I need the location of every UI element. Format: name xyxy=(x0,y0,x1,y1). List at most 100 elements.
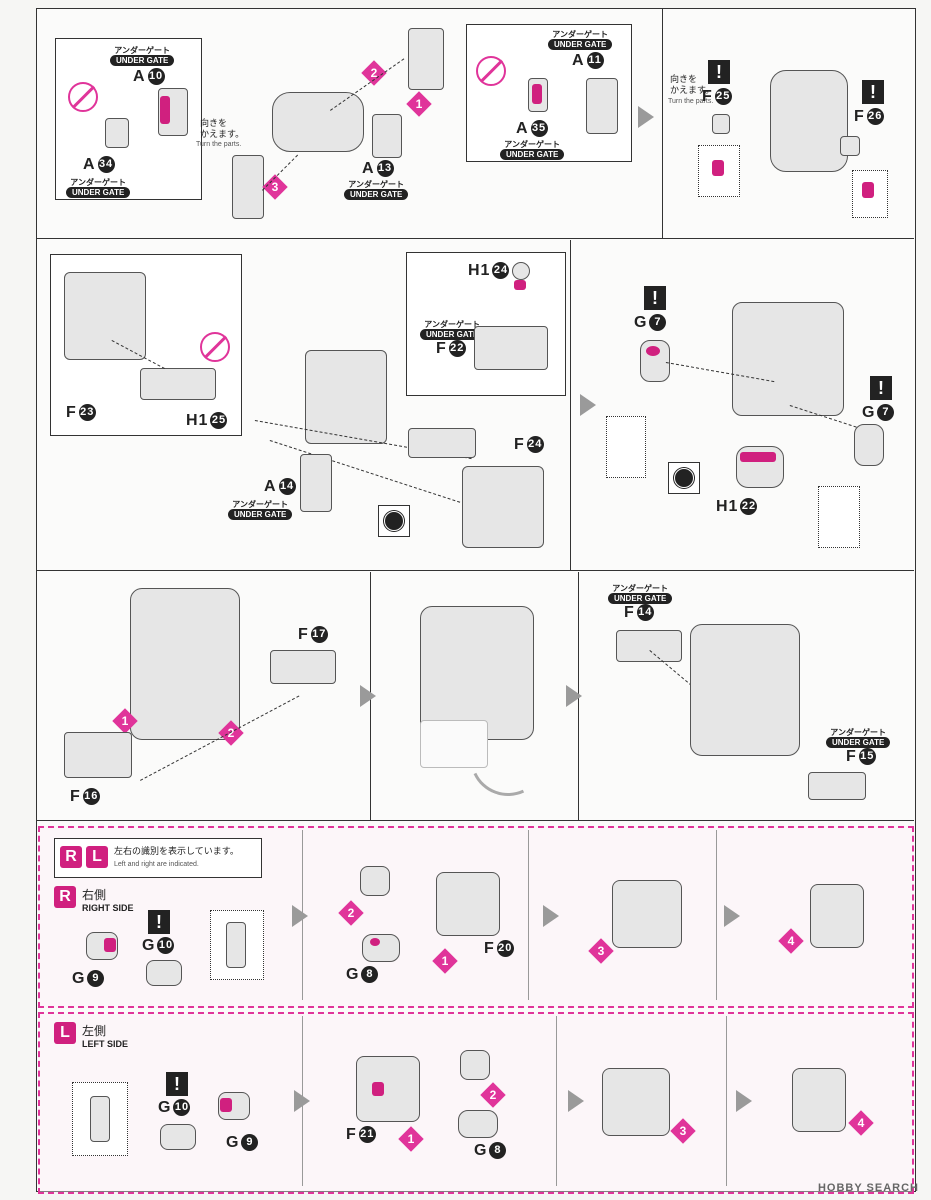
part-f22-assembled xyxy=(408,428,476,458)
l-badge: L xyxy=(86,846,108,868)
view-indicator-icon xyxy=(668,462,700,494)
part-f23 xyxy=(64,272,146,360)
torso-front-part xyxy=(272,92,364,152)
shoulder-assembly xyxy=(810,884,864,948)
turn-parts-note: 向きをかえます。 xyxy=(200,118,245,139)
gate-mark xyxy=(740,452,776,462)
ball-joint-h1-24 xyxy=(512,262,530,280)
part-f22 xyxy=(474,326,548,370)
step-1-marker: 1 xyxy=(398,1126,424,1152)
step-3-marker: 3 xyxy=(588,938,614,964)
torso-assembly xyxy=(420,606,534,740)
view-indicator-icon xyxy=(378,505,410,537)
part-f17 xyxy=(270,650,336,684)
part-f26 xyxy=(840,136,860,156)
part-g8 xyxy=(458,1110,498,1138)
part-f14 xyxy=(616,630,682,662)
gate-mark xyxy=(862,182,874,198)
part-a34 xyxy=(105,118,129,148)
no-nipper-icon xyxy=(200,332,230,362)
next-step-arrow xyxy=(294,1090,310,1112)
torso-assembly xyxy=(690,624,800,756)
r-badge: R xyxy=(60,846,82,868)
part-g10 xyxy=(146,960,182,986)
turn-parts-note-en: Turn the parts. xyxy=(668,98,714,105)
gate-mark xyxy=(220,1098,232,1112)
rl-legend-text: 左右の識別を表示しています。 xyxy=(114,846,239,856)
shoulder-assembly xyxy=(792,1068,846,1132)
caution-icon: ! xyxy=(862,80,884,104)
gate-mark xyxy=(514,280,526,290)
gate-mark xyxy=(104,938,116,952)
rotated-part-ghost xyxy=(420,720,488,768)
gate-mark xyxy=(370,938,380,946)
part-g7 xyxy=(640,340,670,382)
turn-parts-note: 向きをかえます。 xyxy=(670,74,715,95)
gate-mark xyxy=(532,84,542,104)
detail-box-g7 xyxy=(606,416,646,478)
part-a11 xyxy=(586,78,618,134)
next-step-arrow xyxy=(360,685,376,707)
l-badge: L xyxy=(54,1022,76,1044)
part-g10-detail xyxy=(226,922,246,968)
part-g8 xyxy=(362,934,400,962)
part-g10-detail xyxy=(90,1096,110,1142)
step-1-marker: 1 xyxy=(432,948,458,974)
gate-mark xyxy=(372,1082,384,1096)
no-nipper-icon xyxy=(68,82,98,112)
part-g10 xyxy=(160,1124,196,1150)
callout-h1-24-f22 xyxy=(406,252,566,396)
section-3 xyxy=(36,572,914,821)
next-step-arrow xyxy=(566,685,582,707)
part-f20 xyxy=(436,872,500,936)
caution-icon: ! xyxy=(708,60,730,84)
caution-icon: ! xyxy=(166,1072,188,1096)
panel-divider xyxy=(556,1016,557,1186)
caution-icon: ! xyxy=(644,286,666,310)
step-1-marker: 1 xyxy=(406,91,432,117)
section-2-divider xyxy=(570,240,571,570)
panel-divider xyxy=(726,1016,727,1186)
turn-parts-note-en: Turn the parts. xyxy=(196,141,242,148)
part-f25 xyxy=(712,114,730,134)
step-2-marker: 2 xyxy=(480,1082,506,1108)
part-f21 xyxy=(356,1056,420,1122)
next-step-arrow xyxy=(580,394,596,416)
part-a14 xyxy=(300,454,332,512)
rl-legend-text-en: Left and right are indicated. xyxy=(114,861,199,868)
next-step-arrow xyxy=(736,1090,752,1112)
gate-mark xyxy=(712,160,724,176)
step-2-marker: 2 xyxy=(218,720,244,746)
no-nipper-icon xyxy=(476,56,506,86)
part-a10 xyxy=(158,88,188,136)
